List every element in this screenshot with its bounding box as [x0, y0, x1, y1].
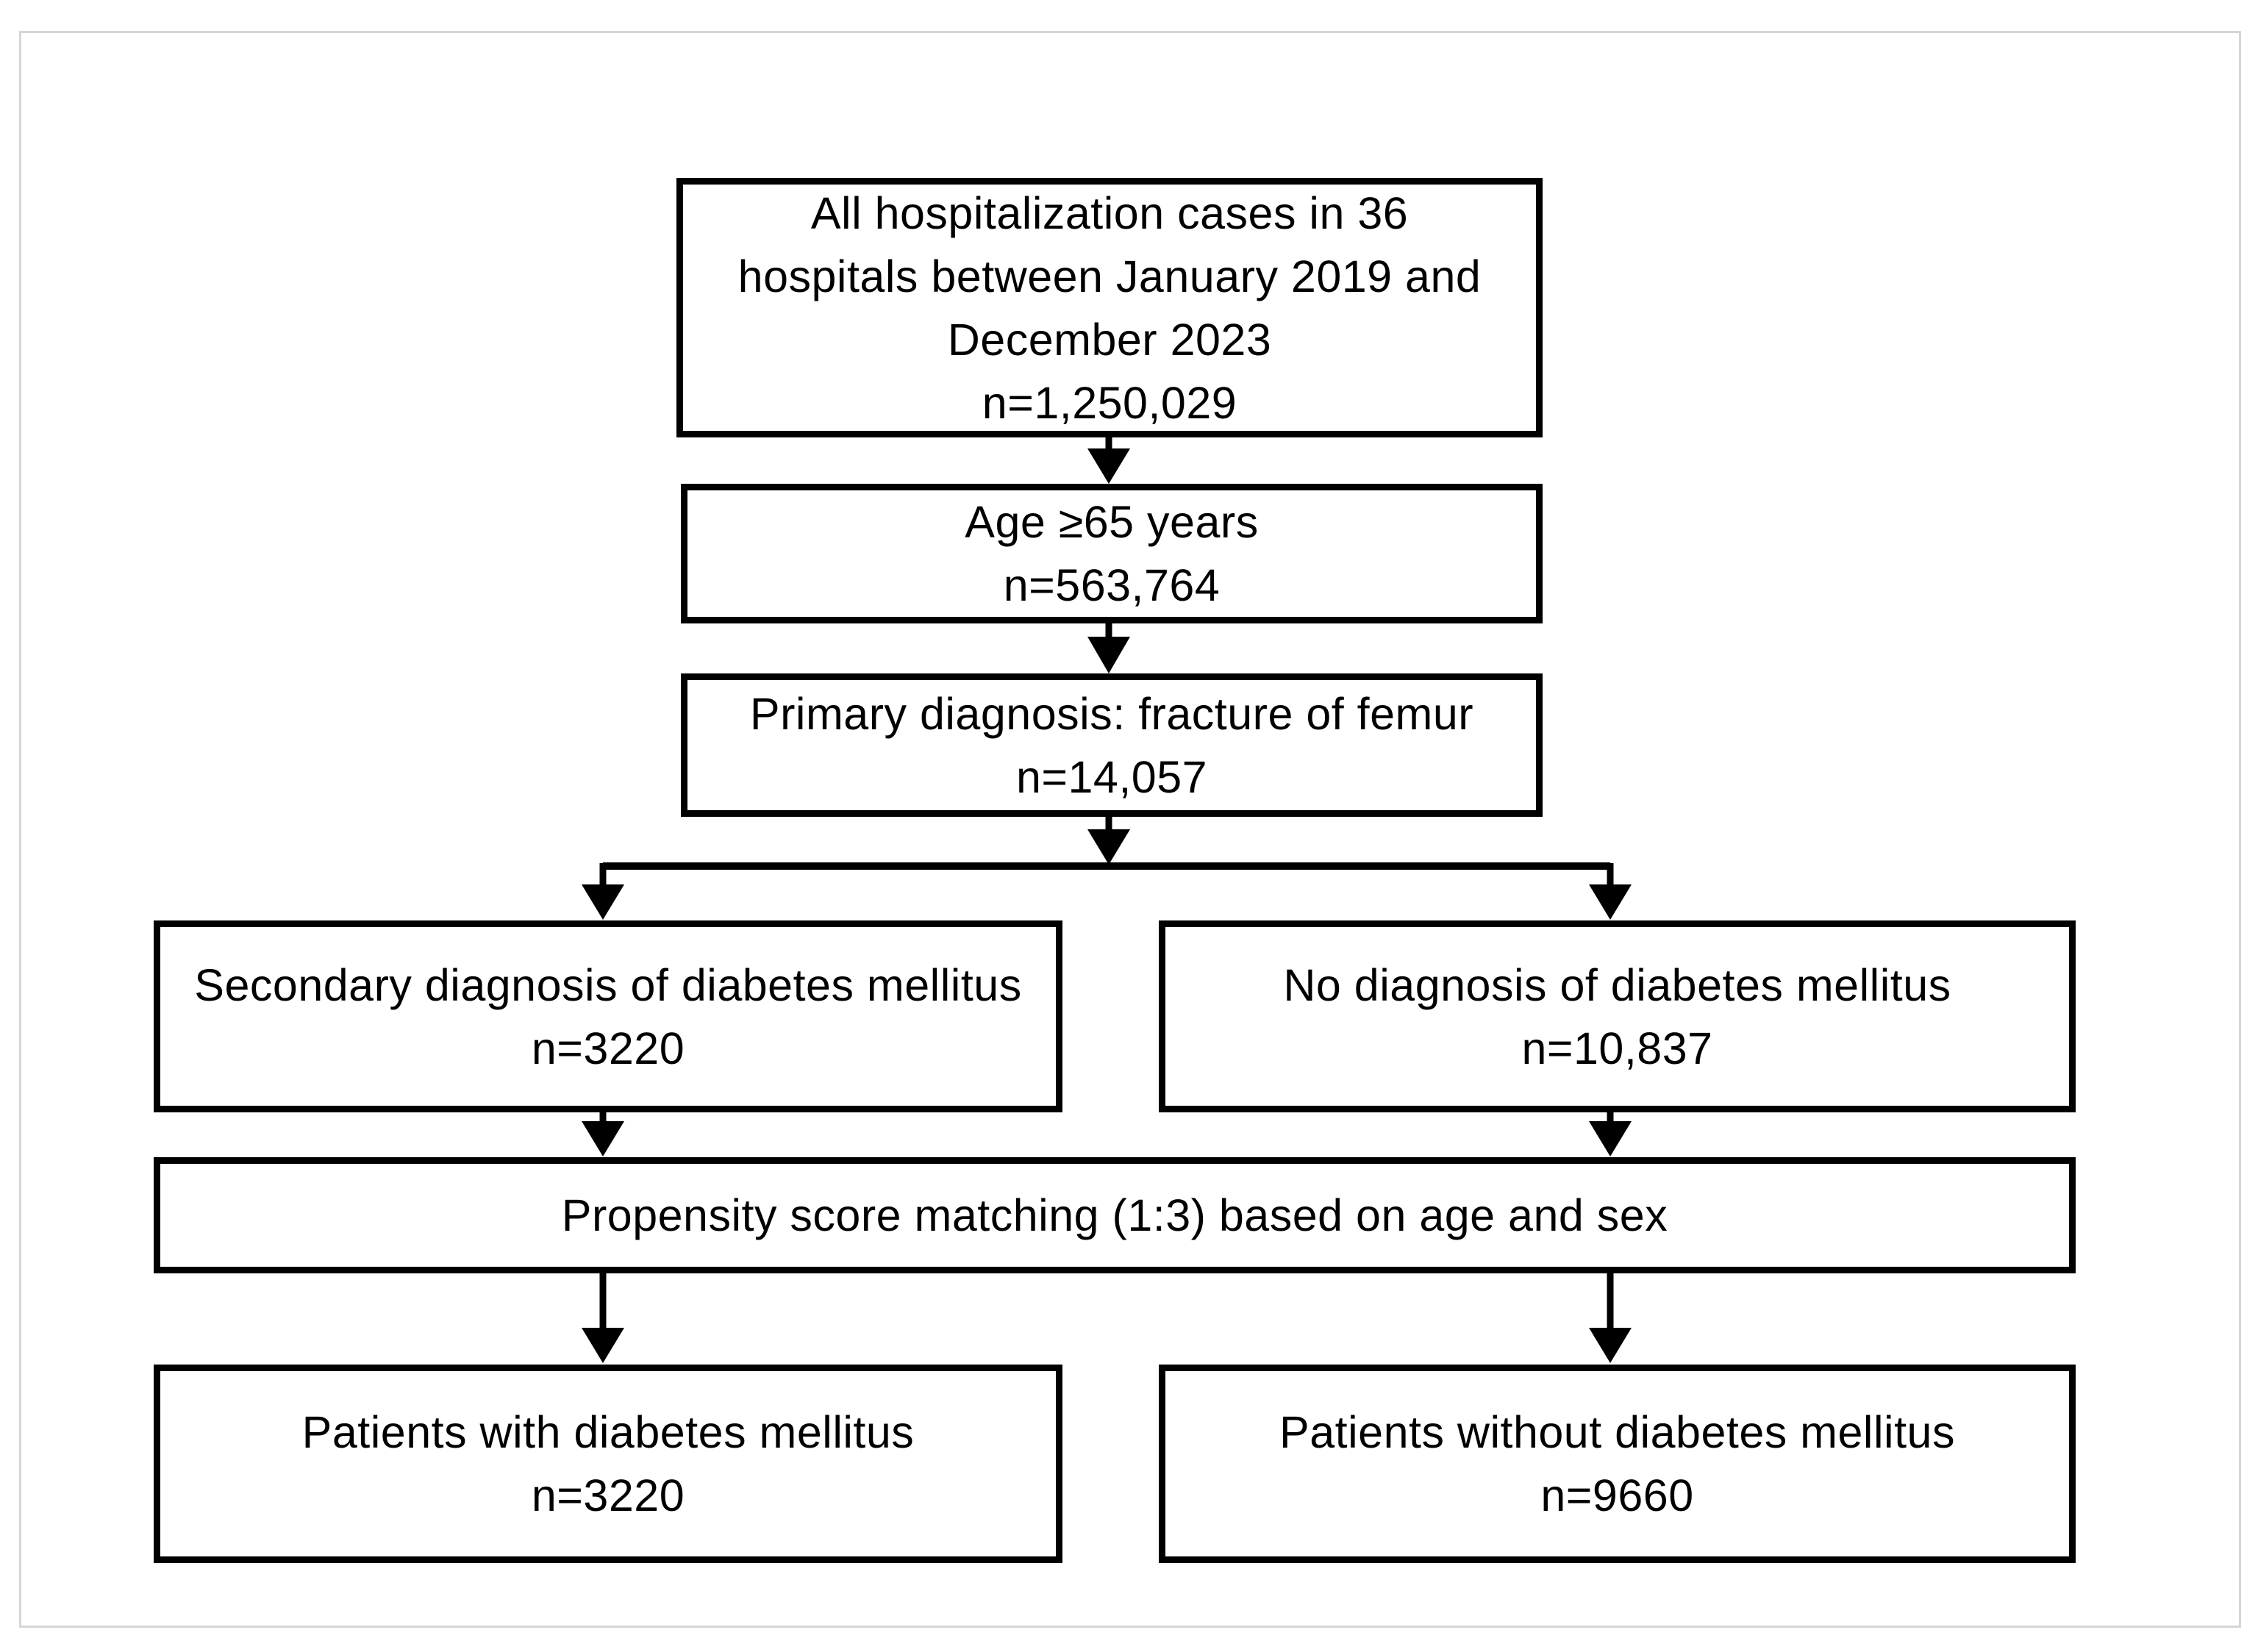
box-count-line: n=3220: [531, 1023, 685, 1073]
flow-box-secondary-diabetes: Secondary diagnosis of diabetes mellitus…: [154, 920, 1062, 1112]
box-text-line: Patients without diabetes mellitus: [1279, 1407, 1955, 1457]
box-count-line: n=563,764: [1003, 560, 1221, 610]
box-text-line: December 2023: [947, 314, 1272, 365]
figure-border: [19, 31, 2241, 1628]
box-text-line: Propensity score matching (1:3) based on…: [561, 1190, 1668, 1240]
box-text-line: Age ≥65 years: [965, 497, 1259, 547]
box-count-line: n=10,837: [1521, 1023, 1713, 1073]
arrow-primarydx-to-branch: [1087, 815, 1130, 865]
flow-box-propensity-matching: Propensity score matching (1:3) based on…: [154, 1157, 2076, 1273]
arrow-nodm-to-psm: [1589, 1112, 1632, 1156]
box-count-line: n=3220: [531, 1470, 685, 1520]
arrow-age-to-primarydx: [1087, 622, 1130, 673]
flow-box-no-diabetes: No diagnosis of diabetes mellitus n=10,8…: [1159, 920, 2076, 1112]
box-text-line: No diagnosis of diabetes mellitus: [1283, 959, 1951, 1010]
arrow-psm-to-withdm: [582, 1273, 624, 1363]
branch-connector: [582, 862, 1632, 920]
arrow-secondarydm-to-psm: [582, 1112, 624, 1156]
box-text-line: All hospitalization cases in 36: [810, 187, 1409, 238]
box-count-line: n=9660: [1540, 1470, 1694, 1520]
box-text-line: Primary diagnosis: fracture of femur: [749, 688, 1474, 739]
arrow-allcases-to-age: [1087, 437, 1130, 484]
flow-box-age-filter: Age ≥65 years n=563,764: [681, 484, 1543, 623]
box-text-line: Patients with diabetes mellitus: [301, 1407, 915, 1457]
flow-box-patients-without-diabetes: Patients without diabetes mellitus n=966…: [1159, 1365, 2076, 1563]
arrow-psm-to-withoutdm: [1589, 1273, 1632, 1363]
flow-box-primary-diagnosis: Primary diagnosis: fracture of femur n=1…: [681, 673, 1543, 817]
box-text-line: Secondary diagnosis of diabetes mellitus: [194, 959, 1022, 1010]
box-count-line: n=1,250,029: [982, 377, 1237, 428]
box-text-line: hospitals between January 2019 and: [737, 251, 1482, 301]
flow-box-patients-with-diabetes: Patients with diabetes mellitus n=3220: [154, 1365, 1062, 1563]
flow-box-all-hospitalization-cases: All hospitalization cases in 36 hospital…: [676, 178, 1543, 437]
box-count-line: n=14,057: [1015, 751, 1208, 802]
